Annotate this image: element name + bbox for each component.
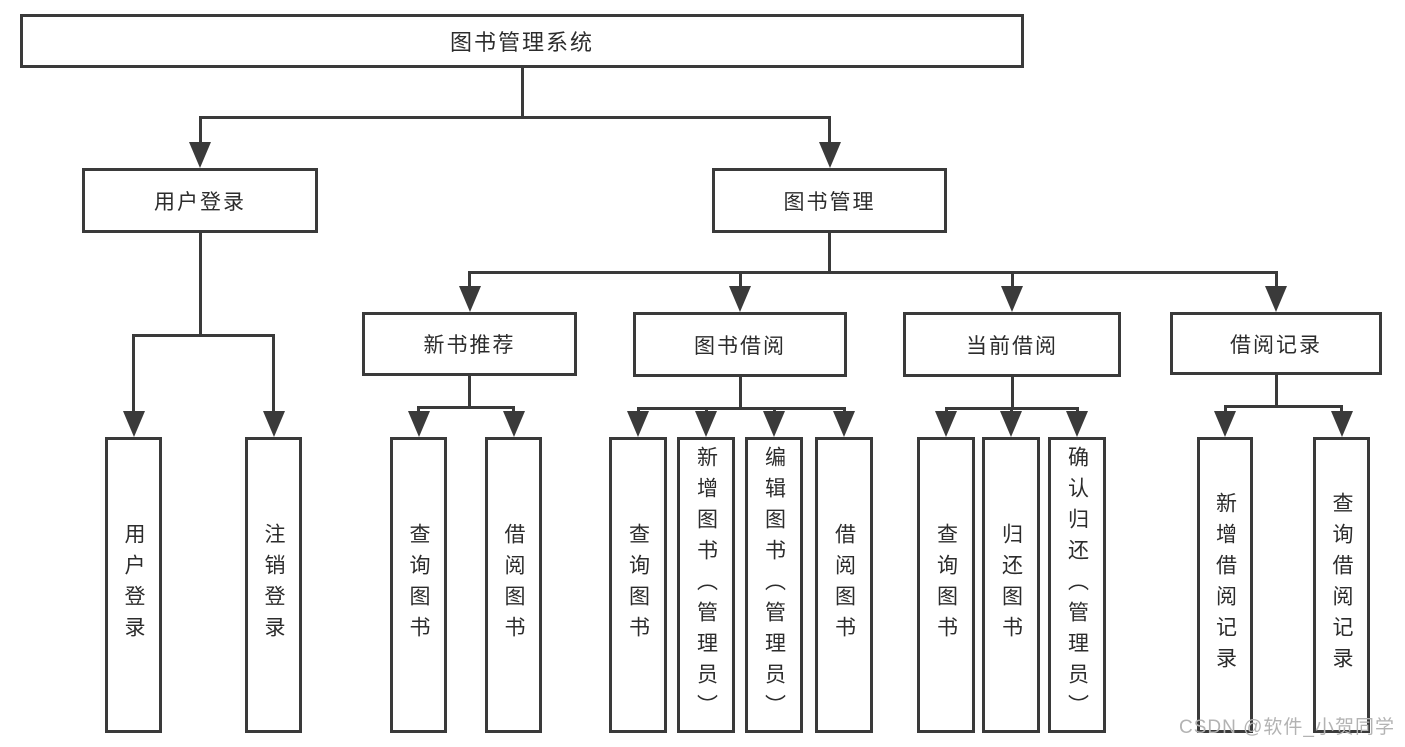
connector-line bbox=[828, 233, 831, 272]
node-label-leaf-add-borrow-record: 新增借阅记录 bbox=[1213, 492, 1237, 678]
arrowhead-down-icon bbox=[695, 411, 717, 437]
node-leaf-edit-books: 编辑图书（管理员） bbox=[745, 437, 803, 733]
arrowhead-down-icon bbox=[818, 142, 841, 168]
node-label-book-borrowing: 图书借阅 bbox=[694, 334, 786, 358]
node-leaf-add-books: 新增图书（管理员） bbox=[677, 437, 735, 733]
node-label-current-borrowing: 当前借阅 bbox=[966, 334, 1058, 358]
node-label-leaf-query-books-3: 查询图书 bbox=[934, 523, 958, 647]
node-leaf-logout: 注销登录 bbox=[245, 437, 302, 733]
node-leaf-query-borrow-record: 查询借阅记录 bbox=[1313, 437, 1370, 733]
arrowhead-down-icon bbox=[407, 411, 430, 437]
arrowhead-down-icon bbox=[1265, 286, 1287, 312]
node-label-leaf-borrow-books-1: 借阅图书 bbox=[502, 523, 525, 647]
node-leaf-query-books-2: 查询图书 bbox=[609, 437, 667, 733]
arrowhead-down-icon bbox=[833, 411, 855, 437]
node-leaf-return-books: 归还图书 bbox=[982, 437, 1040, 733]
connector-line bbox=[1274, 375, 1278, 406]
arrowhead-down-icon bbox=[502, 411, 525, 437]
node-book-borrowing: 图书借阅 bbox=[633, 312, 847, 377]
node-book-management: 图书管理 bbox=[712, 168, 947, 233]
node-label-user-login: 用户登录 bbox=[154, 190, 246, 214]
arrowhead-down-icon bbox=[1066, 411, 1088, 437]
connector-line bbox=[738, 377, 742, 408]
arrowhead-down-icon bbox=[1000, 411, 1022, 437]
arrowhead-down-icon bbox=[122, 411, 145, 437]
connector-line bbox=[1223, 404, 1343, 408]
node-current-borrowing: 当前借阅 bbox=[903, 312, 1121, 377]
node-label-leaf-query-books-2: 查询图书 bbox=[626, 523, 650, 647]
node-leaf-borrow-books-2: 借阅图书 bbox=[815, 437, 873, 733]
node-leaf-user-login: 用户登录 bbox=[105, 437, 162, 733]
node-leaf-confirm-return: 确认归还（管理员） bbox=[1048, 437, 1106, 733]
arrowhead-down-icon bbox=[763, 411, 785, 437]
connector-line bbox=[198, 115, 831, 119]
node-label-borrowing-records: 借阅记录 bbox=[1230, 333, 1322, 357]
connector-line bbox=[828, 117, 831, 162]
arrowhead-down-icon bbox=[1330, 411, 1353, 437]
node-leaf-borrow-books-1: 借阅图书 bbox=[485, 437, 542, 733]
connector-line bbox=[132, 333, 275, 337]
arrowhead-down-icon bbox=[729, 286, 751, 312]
arrowhead-down-icon bbox=[1001, 286, 1023, 312]
node-label-root: 图书管理系统 bbox=[449, 30, 594, 55]
connector-line bbox=[520, 68, 524, 117]
node-leaf-query-books-3: 查询图书 bbox=[917, 437, 975, 733]
arrowhead-down-icon bbox=[1214, 411, 1236, 437]
node-new-book-recommend: 新书推荐 bbox=[362, 312, 577, 376]
node-label-leaf-add-books: 新增图书（管理员） bbox=[694, 445, 718, 725]
node-label-leaf-logout: 注销登录 bbox=[262, 523, 285, 647]
arrowhead-down-icon bbox=[458, 286, 481, 312]
node-label-leaf-confirm-return: 确认归还（管理员） bbox=[1065, 445, 1089, 725]
connector-line bbox=[132, 335, 135, 431]
node-label-leaf-return-books: 归还图书 bbox=[999, 523, 1023, 647]
connector-line bbox=[272, 335, 275, 431]
node-leaf-add-borrow-record: 新增借阅记录 bbox=[1197, 437, 1253, 733]
node-label-book-management: 图书管理 bbox=[783, 190, 876, 214]
arrowhead-down-icon bbox=[627, 411, 649, 437]
connector-line bbox=[198, 117, 202, 162]
node-label-new-book-recommend: 新书推荐 bbox=[423, 334, 516, 357]
node-leaf-query-books-1: 查询图书 bbox=[390, 437, 447, 733]
node-user-login: 用户登录 bbox=[82, 168, 318, 233]
watermark: CSDN @软件_小贺同学 bbox=[1179, 717, 1395, 738]
arrowhead-down-icon bbox=[189, 142, 211, 168]
connector-line bbox=[1010, 377, 1014, 408]
node-label-leaf-edit-books: 编辑图书（管理员） bbox=[762, 445, 786, 725]
connector-line bbox=[636, 406, 846, 410]
node-label-leaf-query-borrow-record: 查询借阅记录 bbox=[1330, 492, 1353, 678]
node-borrowing-records: 借阅记录 bbox=[1170, 312, 1382, 375]
node-label-leaf-user-login: 用户登录 bbox=[122, 523, 145, 647]
node-label-leaf-borrow-books-2: 借阅图书 bbox=[832, 523, 856, 647]
arrowhead-down-icon bbox=[935, 411, 957, 437]
arrowhead-down-icon bbox=[262, 411, 285, 437]
node-root: 图书管理系统 bbox=[20, 14, 1024, 68]
connector-line bbox=[198, 233, 202, 335]
connector-line bbox=[417, 405, 515, 409]
connector-line bbox=[468, 376, 471, 407]
node-label-leaf-query-books-1: 查询图书 bbox=[407, 523, 430, 647]
connector-line bbox=[468, 270, 1278, 274]
